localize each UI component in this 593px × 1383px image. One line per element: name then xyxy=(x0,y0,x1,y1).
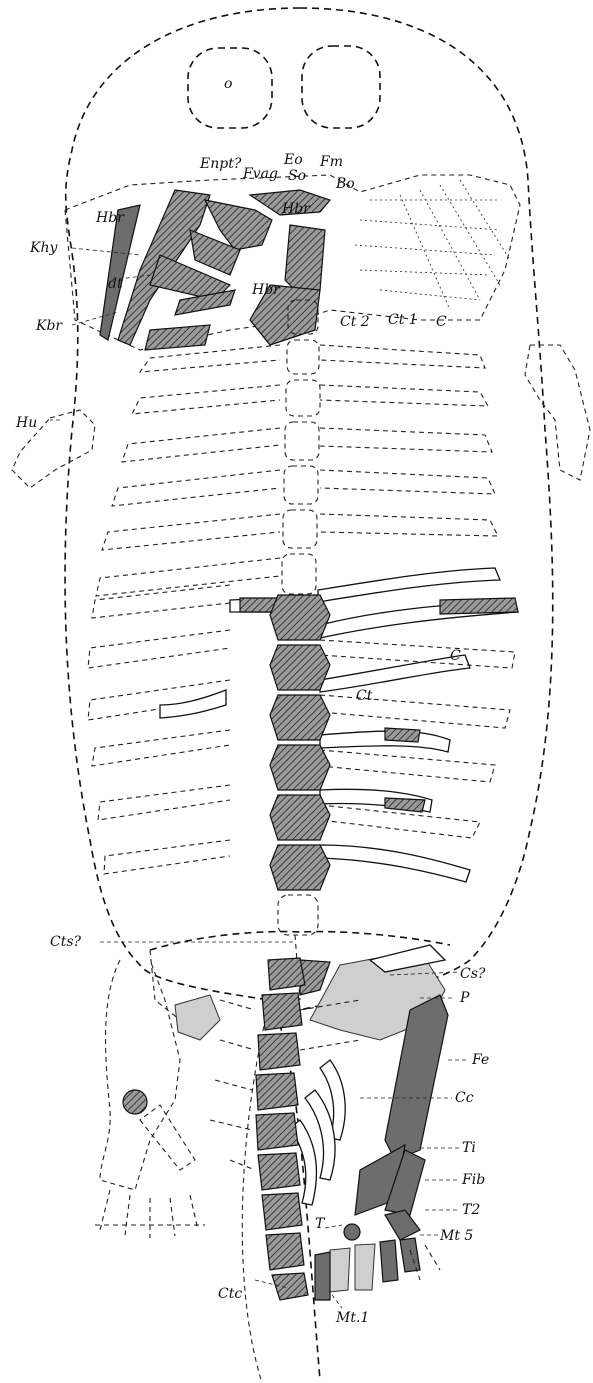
label-cs: Cs? xyxy=(460,966,486,982)
anterior-vertebrae xyxy=(282,300,320,594)
label-fe: Fe xyxy=(471,1052,489,1068)
label-p: P xyxy=(459,990,470,1006)
label-t2: T2 xyxy=(462,1202,480,1218)
anterior-ribs xyxy=(96,345,498,596)
label-ct: Ct xyxy=(356,688,373,704)
right-hindlimb xyxy=(290,995,448,1300)
trunk-vertebrae xyxy=(270,595,330,935)
label-cts: Cts? xyxy=(50,934,82,950)
label-khy: Khy xyxy=(29,240,58,256)
label-hbr-top2: Hbr xyxy=(281,201,311,217)
label-dt: dt xyxy=(108,276,123,292)
label-ct2: Ct 2 xyxy=(340,314,370,330)
label-fm: Fm xyxy=(319,154,343,170)
label-c-top: C xyxy=(436,314,447,330)
orbits: o xyxy=(188,46,380,128)
label-bo: Bo xyxy=(335,176,355,192)
label-cc: Cc xyxy=(455,1090,474,1106)
label-t: T xyxy=(315,1216,326,1232)
label-mt5: Mt 5 xyxy=(439,1228,473,1244)
label-hu: Hu xyxy=(15,415,37,431)
label-hbr-top: Hbr xyxy=(95,210,125,226)
label-ti: Ti xyxy=(462,1140,476,1156)
label-mt1: Mt.1 xyxy=(335,1310,369,1326)
label-fib: Fib xyxy=(461,1172,485,1188)
label-enpt: Enpt? xyxy=(199,156,242,172)
label-eo: Eo xyxy=(283,152,303,168)
label-kbr: Kbr xyxy=(35,318,63,334)
label-hbr-mid: Hbr xyxy=(251,282,281,298)
label-ctc: Ctc xyxy=(218,1286,242,1302)
label-o: o xyxy=(224,76,232,92)
label-c-mid: C xyxy=(450,648,461,664)
label-so: So xyxy=(288,168,306,184)
label-ct1: Ct 1 xyxy=(388,312,418,328)
label-fvag: Fvag xyxy=(242,166,278,182)
